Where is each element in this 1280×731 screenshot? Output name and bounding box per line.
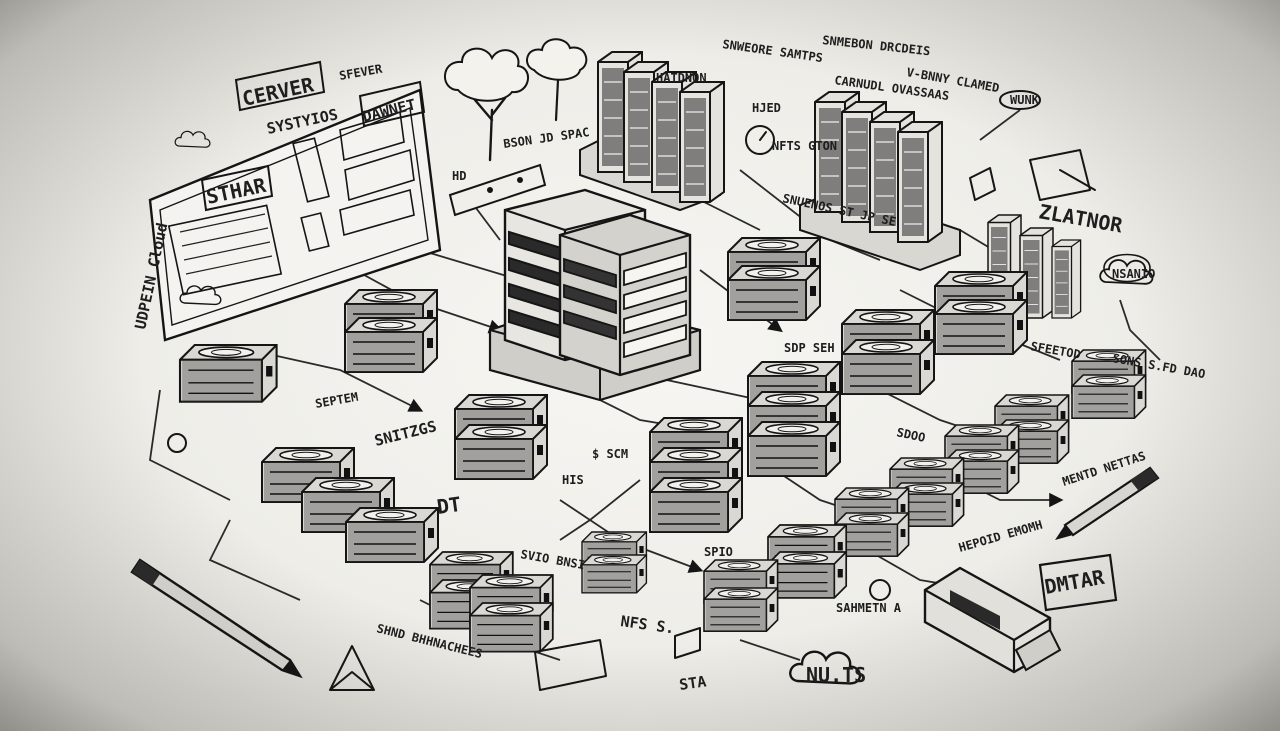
pen-left <box>130 558 303 679</box>
label-hd: HD <box>452 169 466 183</box>
label-sdoo: SDOO <box>895 425 926 445</box>
label-spio: SPIO <box>704 545 733 559</box>
label-nfts-gton: NFTS GTON <box>772 139 837 153</box>
label-sfever: SFEVER <box>338 62 384 83</box>
label-his: HIS <box>562 473 584 487</box>
label-cerver: CERVER <box>240 72 317 111</box>
label-snitzgs: SNITZGS <box>373 417 439 450</box>
label-sahmetn-a: SAHMETN A <box>836 601 902 615</box>
label-hepoid-emomh: HEPOID EMOMH <box>957 518 1044 555</box>
label-dt: DT <box>435 492 462 519</box>
label-wunk: WUNK <box>1010 93 1040 107</box>
label-nfs-s: NFS S. <box>619 612 675 637</box>
usb-drive <box>923 566 1062 674</box>
pen-right <box>1055 466 1160 540</box>
label-svio-bnsi: SVIO BNSI <box>519 547 585 572</box>
label-septem: SEPTEM <box>314 390 359 411</box>
top-server-racks <box>579 51 1082 319</box>
misc-doodles <box>167 90 1154 691</box>
label-nuts: NU.TS <box>806 663 866 687</box>
label-sta: STA <box>678 672 707 694</box>
label-s-scm: $ SCM <box>592 447 628 461</box>
central-server-stack <box>488 188 702 402</box>
label-snweore-samtps: SNWEORE SAMTPS <box>722 37 824 65</box>
label-dmtar: DMTAR <box>1043 565 1107 599</box>
label-bson-jd-spac: BSON JD SPAC <box>502 125 590 151</box>
label-hatdnon: HATDNON <box>656 71 707 85</box>
label-sdp-seh: SDP SEH <box>784 341 835 355</box>
label-hjed: HJED <box>752 101 781 115</box>
label-snmebon-drcdeis: SNMEBON DRCDEIS <box>822 33 931 58</box>
label-nsanio: NSANIO <box>1112 267 1155 281</box>
tree-doodles <box>444 38 588 162</box>
dashboard-monitor <box>148 60 442 342</box>
